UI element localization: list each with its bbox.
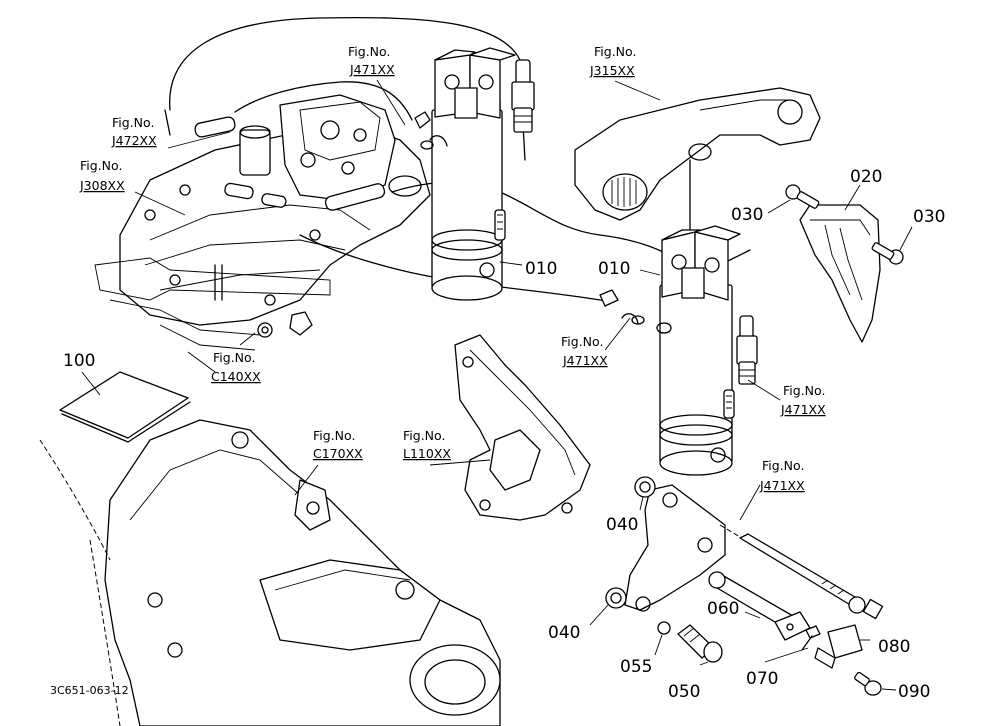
svg-text:Fig.No.: Fig.No. [313, 428, 355, 443]
lift-cylinder-upper [431, 47, 516, 301]
transmission-housing-drawing [104, 419, 501, 726]
svg-text:Fig.No.: Fig.No. [80, 158, 122, 173]
fig-ref-j308[interactable]: Fig.No. J308XX [79, 158, 125, 193]
fig-ref-j315[interactable]: Fig.No. J315XX [589, 44, 636, 78]
part-number-010-lower[interactable]: 010 [598, 259, 630, 279]
svg-text:J308XX: J308XX [79, 178, 125, 193]
bracket-080 [814, 624, 863, 669]
svg-text:J471XX: J471XX [349, 62, 395, 77]
fig-ref-j471-a[interactable]: Fig.No. J471XX [348, 44, 395, 77]
svg-text:Fig.No.: Fig.No. [213, 350, 255, 365]
part-number-055[interactable]: 055 [620, 657, 652, 677]
lift-cylinder-lower [656, 225, 741, 476]
fig-ref-c140[interactable]: Fig.No. C140XX [211, 350, 261, 384]
bolt-050 [677, 624, 723, 663]
svg-text:J471XX: J471XX [780, 402, 826, 417]
svg-text:Fig.No.: Fig.No. [403, 428, 445, 443]
part-number-010-upper[interactable]: 010 [525, 259, 557, 279]
svg-text:Fig.No.: Fig.No. [762, 458, 804, 473]
long-bolt-drawing [719, 524, 884, 620]
fig-ref-c170[interactable]: Fig.No. C170XX [313, 428, 363, 461]
part-number-040-lower[interactable]: 040 [548, 623, 580, 643]
svg-text:Fig.No.: Fig.No. [348, 44, 390, 59]
part-number-050[interactable]: 050 [668, 682, 700, 702]
collar-040-upper [634, 476, 656, 498]
washer-055 [657, 621, 671, 635]
cylinder-cover-drawing [799, 204, 881, 343]
svg-text:J472XX: J472XX [111, 133, 157, 148]
part-number-060[interactable]: 060 [707, 599, 739, 619]
part-number-080[interactable]: 080 [878, 637, 910, 657]
collar-040-lower [605, 587, 627, 609]
figure-code: 3C651-063-12 [50, 684, 129, 697]
svg-text:J471XX: J471XX [562, 353, 608, 368]
part-number-040-upper[interactable]: 040 [606, 515, 638, 535]
part-number-020[interactable]: 020 [850, 167, 882, 187]
fig-ref-j471-c[interactable]: Fig.No. J471XX [780, 383, 826, 417]
bolt-030-right [871, 242, 904, 265]
part-number-090[interactable]: 090 [898, 682, 930, 702]
fig-ref-j471-b[interactable]: Fig.No. J471XX [561, 334, 608, 368]
part-number-030-left[interactable]: 030 [731, 205, 763, 225]
housing-dashed-guides [39, 439, 121, 726]
svg-text:Fig.No.: Fig.No. [561, 334, 603, 349]
part-number-100[interactable]: 100 [63, 351, 95, 371]
leader-lines [81, 79, 913, 691]
fig-ref-j472[interactable]: Fig.No. J472XX [111, 115, 157, 148]
svg-text:Fig.No.: Fig.No. [594, 44, 636, 59]
hydraulic-valve-block-drawing [94, 94, 431, 351]
part-number-030-right[interactable]: 030 [913, 207, 945, 227]
svg-text:Fig.No.: Fig.No. [783, 383, 825, 398]
svg-text:L110XX: L110XX [403, 446, 451, 461]
fig-ref-j471-d[interactable]: Fig.No. J471XX [759, 458, 805, 493]
operator-manual-drawing [59, 371, 191, 443]
bolt-030-left [785, 184, 820, 209]
svg-text:J315XX: J315XX [589, 63, 635, 78]
pressure-fitting-upper [414, 59, 535, 150]
link-plate-drawing [624, 484, 726, 612]
pin-060 [708, 571, 811, 641]
svg-text:Fig.No.: Fig.No. [112, 115, 154, 130]
pin-070 [801, 625, 821, 651]
svg-text:J471XX: J471XX [759, 478, 805, 493]
fig-ref-l110[interactable]: Fig.No. L110XX [403, 428, 451, 461]
pressure-fitting-lower [599, 289, 758, 385]
support-bracket-drawing [454, 334, 591, 521]
svg-text:C140XX: C140XX [211, 369, 261, 384]
lift-arm-drawing [574, 87, 821, 221]
bolt-090 [854, 671, 882, 696]
svg-text:C170XX: C170XX [313, 446, 363, 461]
part-number-070[interactable]: 070 [746, 669, 778, 689]
